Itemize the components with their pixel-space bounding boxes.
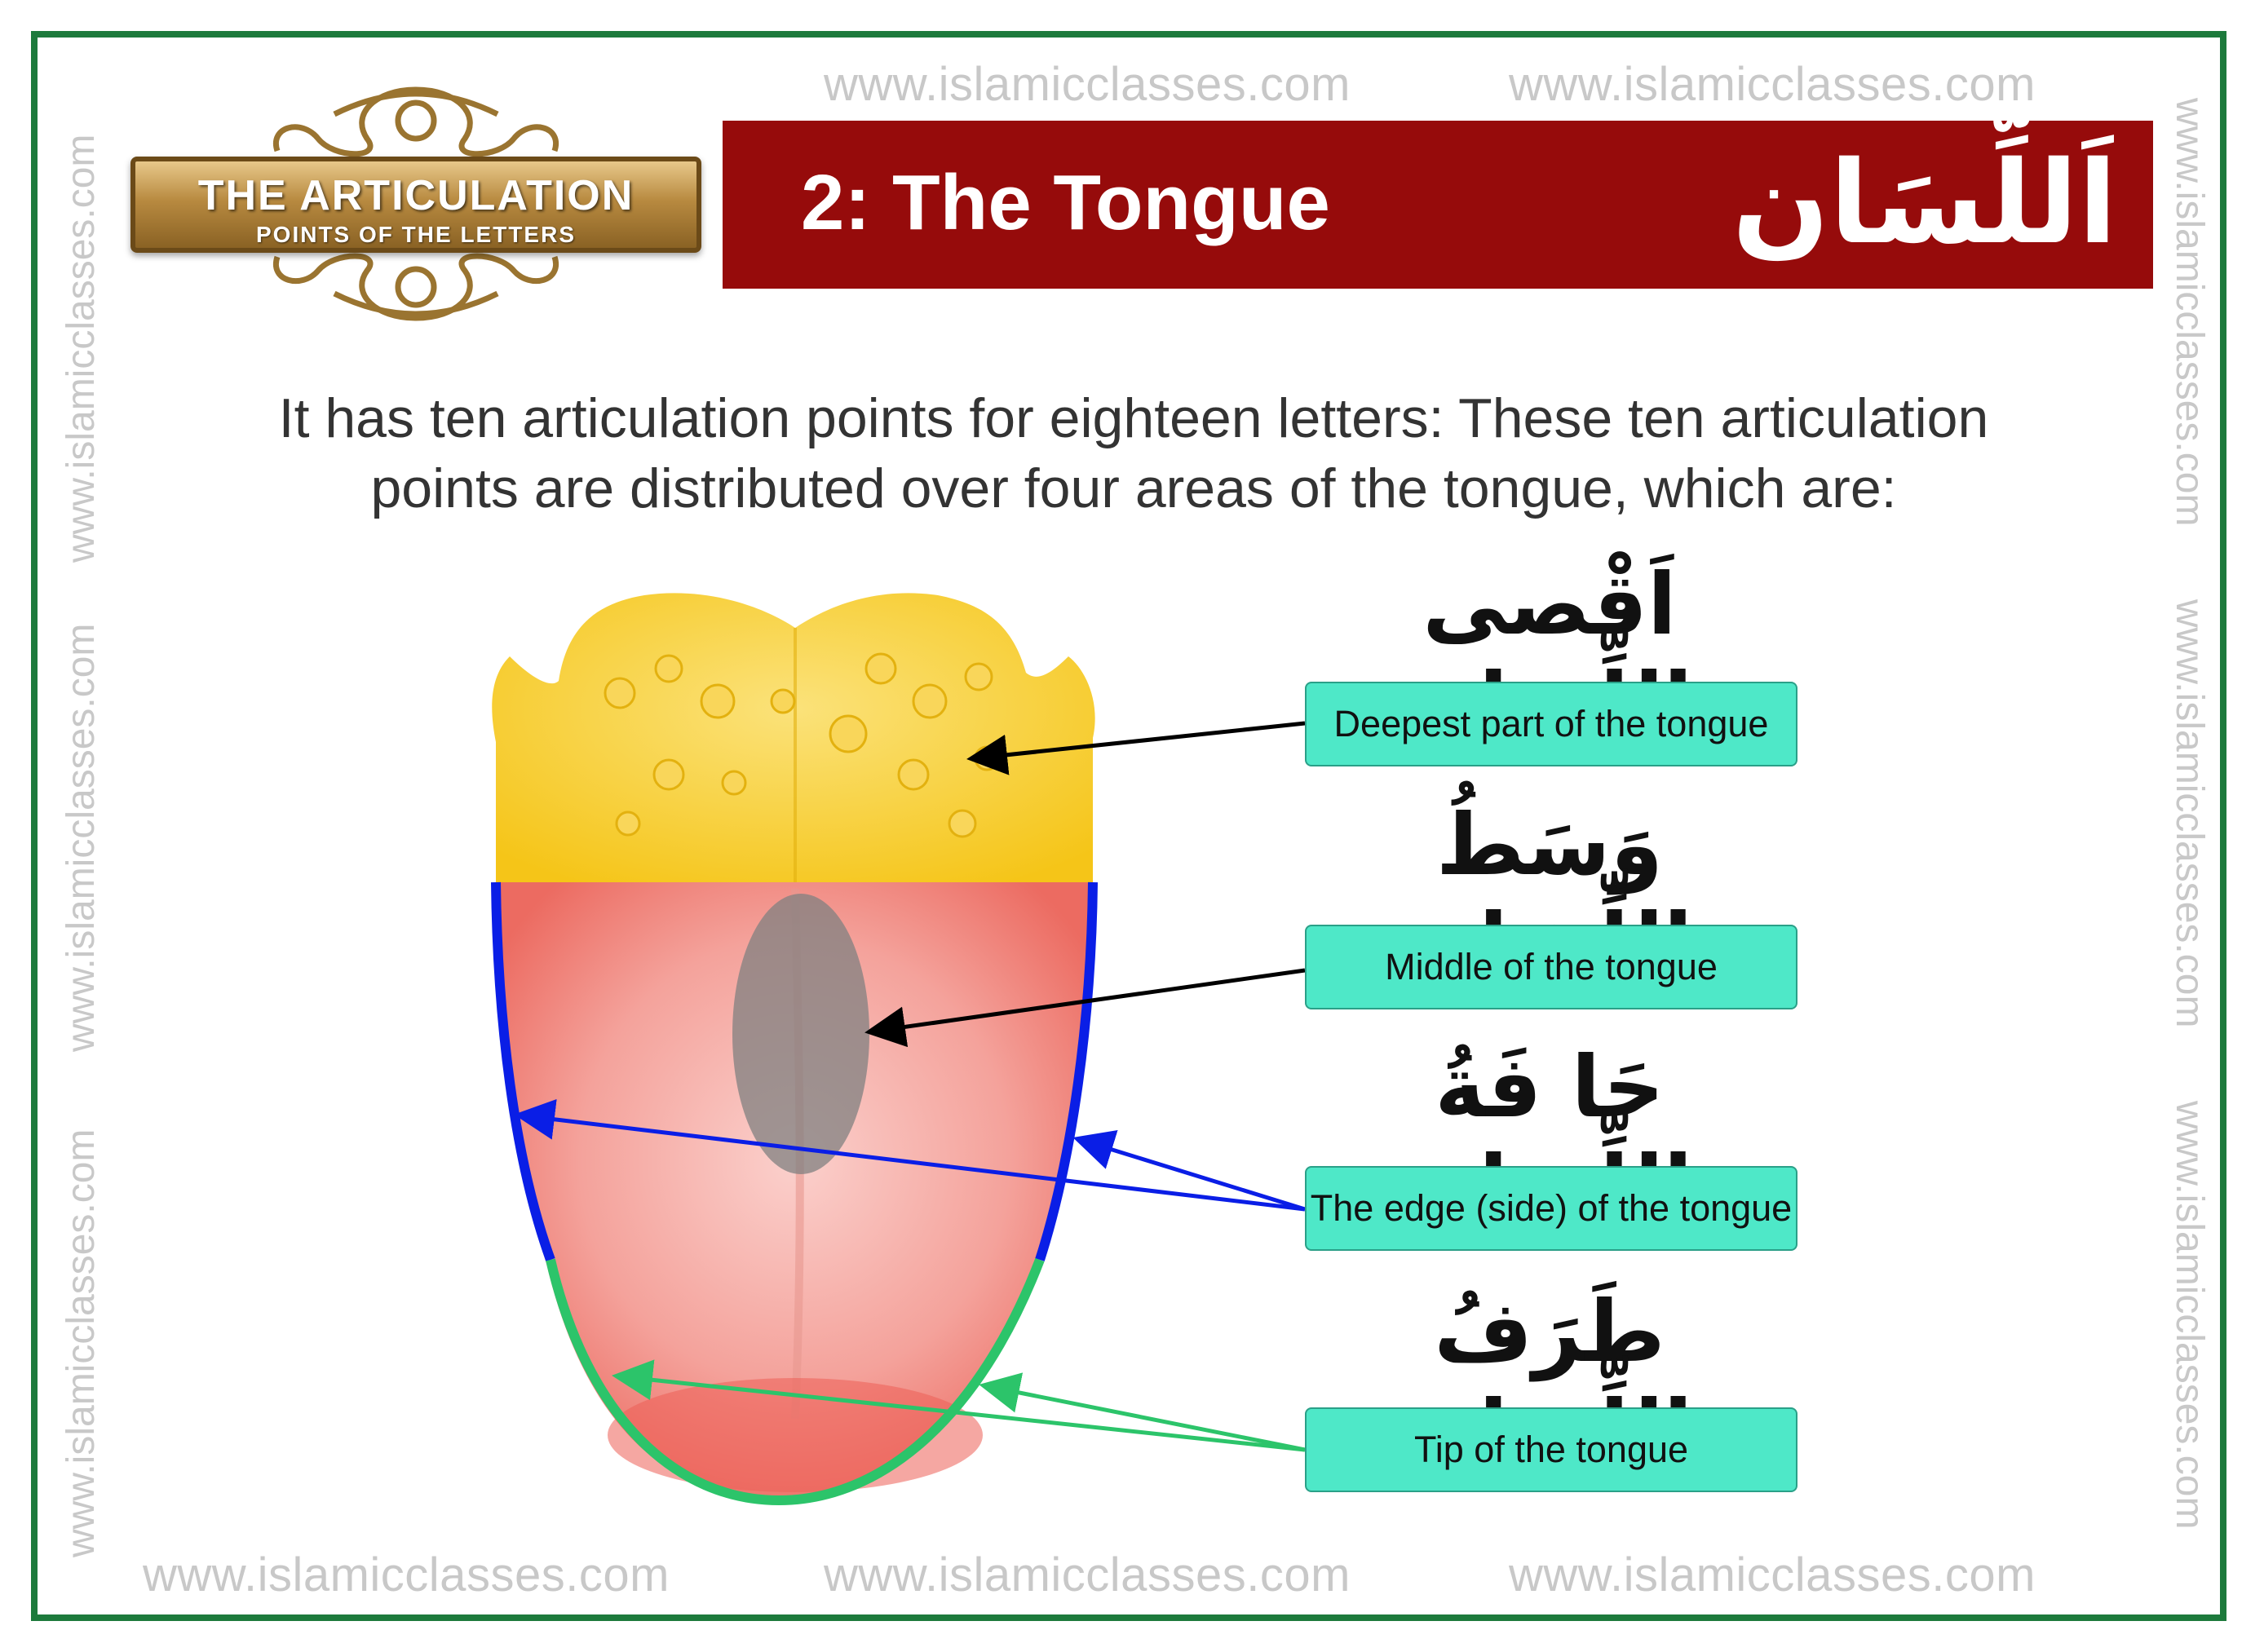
page-title: 2: The Tongue xyxy=(801,159,1330,246)
badge-plate xyxy=(130,157,701,253)
edge-right-line xyxy=(1035,881,1098,1261)
edge-left-line xyxy=(491,881,555,1262)
title-bar: 2: The Tongue اَللِّسَان xyxy=(723,121,2153,289)
watermark-bottom-3: www.islamicclasses.com xyxy=(1509,1548,2036,1601)
arrow-deepest xyxy=(966,721,1306,775)
ornament-frame-icon xyxy=(272,86,559,321)
area-tip-label-text: Tip of the tongue xyxy=(1413,1429,1689,1470)
tongue-back-region xyxy=(492,593,1095,882)
middle-region-oval xyxy=(732,894,869,1174)
watermark-bottom-2: www.islamicclasses.com xyxy=(824,1548,1351,1601)
area-edge-label: The edge (side) of the tongue xyxy=(1305,1166,1797,1251)
articulation-badge: THE ARTICULATION POINTS OF THE LETTERS xyxy=(130,82,701,326)
area-middle-label-text: Middle of the tongue xyxy=(1385,946,1718,987)
intro-line-1: It has ten articulation points for eight… xyxy=(278,387,1989,449)
watermark-bottom-1: www.islamicclasses.com xyxy=(143,1548,670,1601)
watermark-top-2: www.islamicclasses.com xyxy=(1509,58,2036,111)
badge-title: THE ARTICULATION xyxy=(197,172,635,219)
intro-line-2: points are distributed over four areas o… xyxy=(370,457,1897,519)
area-deepest-label: Deepest part of the tongue xyxy=(1305,682,1797,766)
area-tip-label: Tip of the tongue xyxy=(1305,1407,1797,1492)
area-middle-label: Middle of the tongue xyxy=(1305,925,1797,1009)
arrow-edge-left xyxy=(514,1098,1306,1212)
arrow-edge-right xyxy=(1072,1129,1306,1212)
tongue-body xyxy=(496,882,1093,1500)
arrow-tip-left xyxy=(612,1359,1306,1452)
intro-text: It has ten articulation points for eight… xyxy=(122,383,2145,523)
arrow-middle xyxy=(864,968,1306,1048)
papillae-group xyxy=(604,652,1000,838)
badge-subtitle: POINTS OF THE LETTERS xyxy=(255,222,576,247)
arrow-tip-right xyxy=(979,1372,1306,1452)
area-edge-label-text: The edge (side) of the tongue xyxy=(1310,1187,1793,1229)
watermark-top-1: www.islamicclasses.com xyxy=(824,58,1351,111)
page-frame xyxy=(31,31,2226,1621)
page-title-arabic: اَللِّسَان xyxy=(1731,137,2117,270)
tip-line xyxy=(546,1257,1045,1506)
area-deepest-label-text: Deepest part of the tongue xyxy=(1333,703,1769,744)
